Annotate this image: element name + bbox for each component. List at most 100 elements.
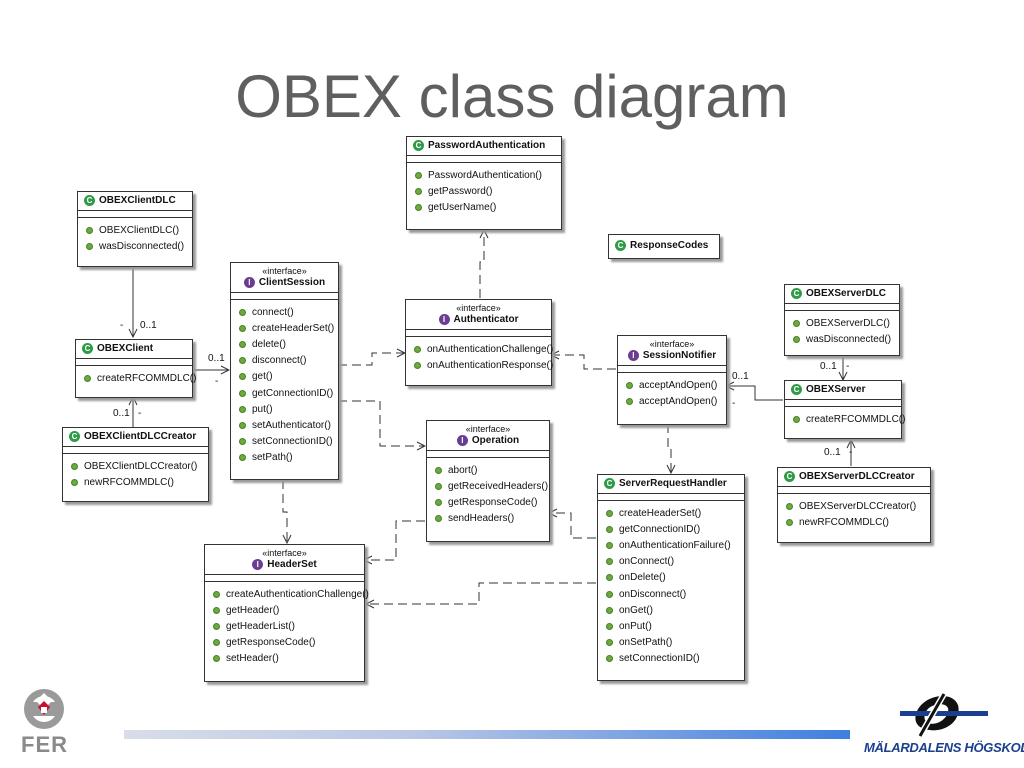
method-icon: [213, 590, 220, 598]
stereotype-label: «interface»: [456, 303, 501, 313]
method-item: setConnectionID(): [239, 434, 333, 450]
method-icon: [606, 509, 613, 517]
class-icon: C: [69, 431, 80, 442]
method-item: get(): [239, 369, 332, 385]
method-item: getConnectionID(): [239, 385, 333, 401]
method-item: getHeader(): [213, 602, 358, 618]
stereotype-label: «interface»: [262, 266, 307, 276]
fer-logo-text: FER: [21, 732, 68, 757]
method-item: setHeader(): [213, 651, 358, 667]
method-item: connect(): [239, 304, 332, 320]
class-icon: C: [791, 288, 802, 299]
method-icon: [414, 361, 421, 369]
class-name: SessionNotifier: [642, 350, 717, 361]
method-icon: [213, 639, 220, 647]
class-name: OBEXServerDLC: [806, 288, 887, 299]
dep-operation-headerset: [364, 520, 425, 560]
method-icon: [606, 622, 613, 630]
class-name: ResponseCodes: [630, 240, 709, 251]
method-icon: [415, 187, 422, 195]
method-icon: [793, 335, 800, 343]
method-item: onAuthenticationFailure(): [606, 537, 738, 553]
multiplicity-label: 0..1: [732, 371, 749, 382]
method-item: abort(): [435, 462, 543, 478]
method-item: newRFCOMMDLC(): [71, 474, 202, 490]
method-icon: [415, 203, 422, 211]
class-response-codes[interactable]: C ResponseCodes: [608, 234, 720, 259]
method-item: onGet(): [606, 602, 738, 618]
method-icon: [84, 374, 91, 382]
assoc-server-notifier: [726, 386, 783, 401]
method-item: onConnect(): [606, 554, 738, 570]
method-icon: [435, 498, 442, 506]
method-icon: [606, 639, 613, 647]
class-name: Authenticator: [453, 314, 519, 325]
method-item: onSetPath(): [606, 635, 738, 651]
method-icon: [239, 324, 246, 332]
method-item: getHeaderList(): [213, 618, 358, 634]
method-item: wasDisconnected(): [793, 331, 893, 347]
method-item: OBEXServerDLC(): [793, 315, 893, 331]
class-name: Operation: [471, 435, 520, 446]
class-name: OBEXClientDLCCreator: [84, 431, 197, 442]
method-item: createHeaderSet(): [239, 320, 334, 336]
fer-emblem-icon: [24, 689, 64, 729]
method-icon: [213, 655, 220, 663]
class-name: OBEXClientDLC: [99, 195, 176, 206]
method-item: createRFCOMMDLC(): [84, 370, 196, 386]
slide-title: OBEX class diagram: [235, 63, 789, 130]
method-icon: [606, 558, 613, 566]
method-icon: [786, 502, 793, 510]
method-icon: [239, 421, 246, 429]
mdh-logo-text: MÄLARDALENS HÖGSKOLA: [864, 740, 1024, 755]
class-name: OBEXServer: [806, 384, 866, 395]
method-icon: [435, 482, 442, 490]
method-item: getPassword(): [415, 183, 555, 199]
multiplicity-label: 0..1: [140, 320, 157, 331]
class-icon: C: [82, 343, 93, 354]
method-item: newRFCOMMDLC(): [786, 514, 924, 530]
mdh-emblem-icon: [900, 692, 988, 738]
method-item: setPath(): [239, 450, 332, 466]
multiplicity-label: 0..1: [208, 353, 225, 364]
class-name: PasswordAuthentication: [428, 140, 546, 151]
method-icon: [786, 518, 793, 526]
method-item: sendHeaders(): [435, 511, 543, 527]
method-icon: [606, 541, 613, 549]
class-obex-server-dlc[interactable]: C OBEXServerDLC OBEXServerDLC() wasDiscon…: [784, 284, 900, 356]
method-item: wasDisconnected(): [86, 238, 186, 254]
method-icon: [239, 308, 246, 316]
method-icon: [606, 655, 613, 663]
method-icon: [606, 574, 613, 582]
dep-auth-password: [479, 230, 484, 298]
class-icon: C: [615, 240, 626, 251]
method-icon: [239, 389, 246, 397]
method-item: PasswordAuthentication(): [415, 167, 555, 183]
method-item: onPut(): [606, 618, 738, 634]
method-item: OBEXServerDLCCreator(): [786, 498, 924, 514]
mdh-logo: MÄLARDALENS HÖGSKOLA: [860, 688, 1024, 764]
footer-bar: [124, 730, 850, 739]
method-item: onDelete(): [606, 570, 738, 586]
method-item: delete(): [239, 336, 332, 352]
method-icon: [239, 438, 246, 446]
class-icon: C: [604, 478, 615, 489]
fer-logo: FER: [16, 682, 76, 762]
method-icon: [793, 415, 800, 423]
multiplicity-label: -: [849, 447, 853, 458]
multiplicity-label: -: [732, 398, 736, 409]
method-icon: [239, 340, 246, 348]
